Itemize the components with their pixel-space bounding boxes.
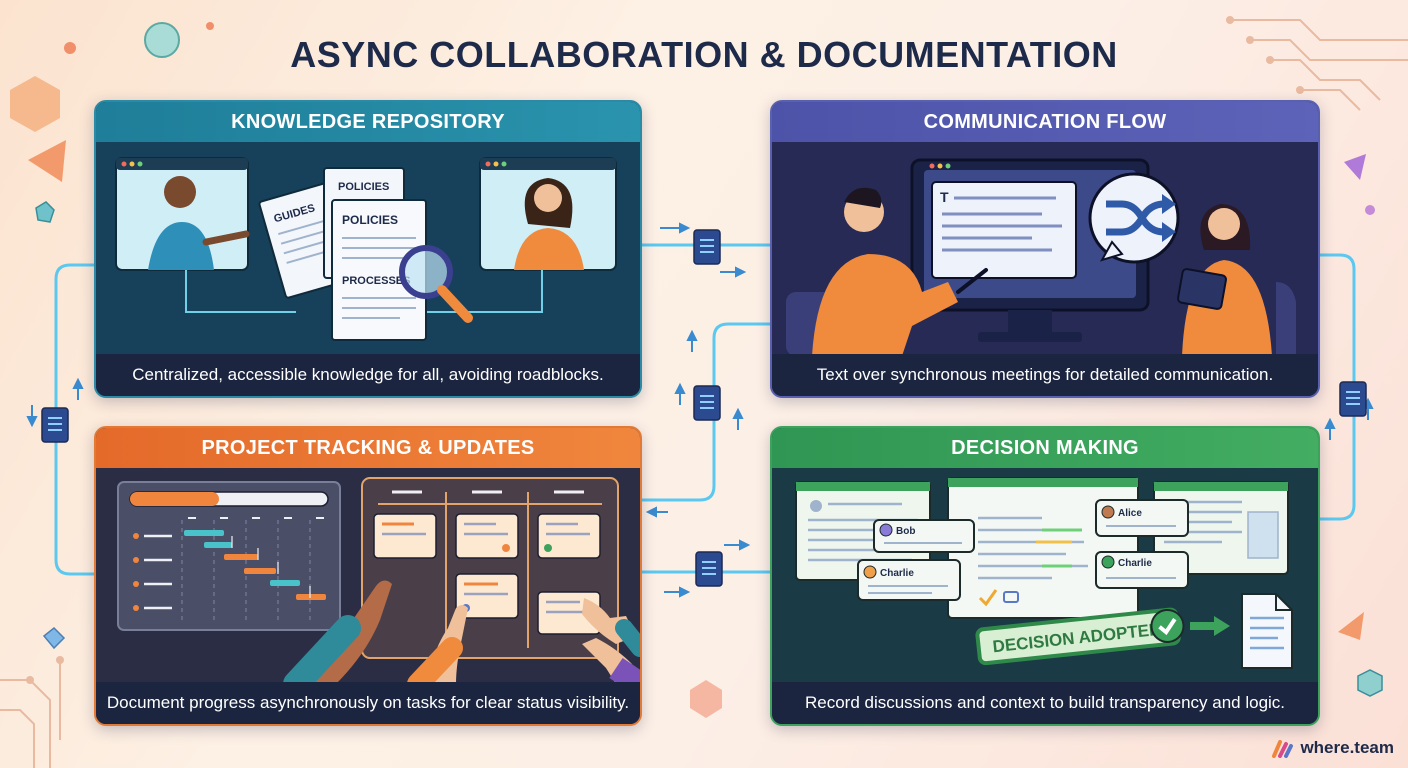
panel-header: PROJECT TRACKING & UPDATES: [96, 428, 640, 468]
document-icon: [1241, 593, 1293, 669]
participant-name: Bob: [896, 526, 915, 537]
doc-label-policies-back: POLICIES: [338, 181, 389, 193]
circuit-lines-bottom-left: [0, 660, 61, 768]
panel-caption: Text over synchronous meetings for detai…: [772, 354, 1318, 396]
panel-caption: Record discussions and context to build …: [772, 682, 1318, 724]
panel-knowledge-repository: KNOWLEDGE REPOSITORY GUIDES: [94, 100, 642, 398]
panel-caption: Document progress asynchronously on task…: [96, 682, 640, 724]
participant-name: Charlie: [1118, 558, 1152, 569]
circle-shape: [144, 22, 180, 58]
brand-mark-icon: [1272, 740, 1294, 758]
chat-bubble-charlie-left: Charlie: [857, 559, 961, 601]
decision-illustration: Bob Charlie Alice Charlie: [795, 477, 1293, 669]
chat-bubble-charlie-right: Charlie: [1095, 551, 1189, 589]
panel-decision-making: DECISION MAKING Bob: [770, 426, 1320, 726]
brand-name: where.team: [1300, 738, 1394, 757]
triangle-shape: [28, 140, 66, 182]
participant-name: Charlie: [880, 568, 914, 579]
decision-stamp: DECISION ADOPTED: [975, 607, 1185, 666]
panel-header: KNOWLEDGE REPOSITORY: [96, 102, 640, 142]
panel-communication-flow: COMMUNICATION FLOW T: [770, 100, 1320, 398]
doc-label-policies-front: POLICIES: [342, 213, 398, 227]
check-icon: [978, 589, 998, 607]
panel-project-tracking: PROJECT TRACKING & UPDATES: [94, 426, 642, 726]
doc-label-processes: PROCESSES: [342, 275, 410, 287]
chat-bubble-alice: Alice: [1095, 499, 1189, 537]
chat-bubble-bob: Bob: [873, 519, 975, 553]
knowledge-illustration: GUIDES POLICIES POLICIES PROCESSES: [115, 157, 617, 341]
magnifier-icon: [399, 245, 473, 323]
communication-illustration: T: [786, 158, 1296, 356]
circuit-lines-top-right: [1230, 19, 1408, 111]
shuffle-icon: [1088, 172, 1180, 264]
brand-logo: where.team: [1272, 738, 1394, 758]
hexagon-shape: [10, 76, 60, 132]
flow-arrows: [26, 222, 1374, 598]
panel-header: COMMUNICATION FLOW: [772, 102, 1318, 142]
page-title: ASYNC COLLABORATION & DOCUMENTATION: [290, 34, 1118, 75]
progress-fill: [130, 492, 219, 506]
checkmark-badge-icon: [1150, 608, 1185, 643]
document-icon: [41, 229, 1367, 587]
tracking-illustration: [117, 477, 640, 684]
panel-header: DECISION MAKING: [772, 428, 1318, 468]
participant-name: Alice: [1118, 508, 1142, 519]
comment-icon: [1003, 591, 1019, 603]
panel-caption: Centralized, accessible knowledge for al…: [96, 354, 640, 396]
editor-text-glyph: T: [940, 189, 949, 205]
arrow-right-icon: [1214, 616, 1230, 636]
